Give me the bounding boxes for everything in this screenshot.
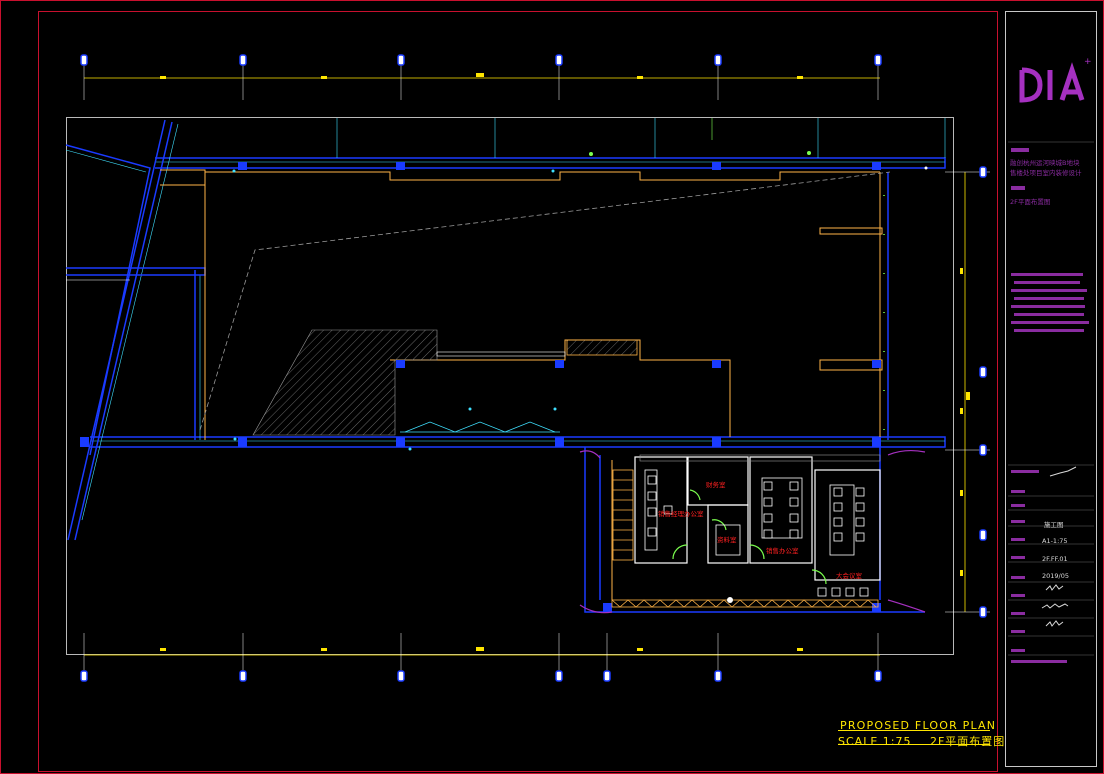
right-dimension-ticks: [960, 268, 970, 576]
diagonal-curtain-wall: [65, 119, 206, 541]
fixture-markers: [232, 151, 928, 603]
room-label-sales-office: 销售办公室: [766, 546, 799, 555]
designer-value: 施工图: [1044, 521, 1064, 529]
glass-railing: [400, 421, 560, 433]
staircase: [612, 469, 634, 561]
room-labels: 销售经理办公室 财务室 资料室 销售办公室 大会议室: [658, 480, 863, 580]
bottom-dimension-ticks: [160, 647, 803, 651]
signatures: [1041, 466, 1077, 627]
logo-plus-mark: +: [1084, 57, 1092, 67]
hatched-ramp: [252, 329, 438, 436]
office-furniture: [644, 469, 869, 597]
upper-floor-walls: [90, 157, 946, 448]
plan-title-cn: 2F平面布置图: [929, 735, 1006, 748]
bottom-grid-markers: [80, 670, 882, 682]
drawing-number: 2F.FF.01: [1042, 555, 1068, 563]
plan-title: PROPOSED FLOOR PLAN: [840, 719, 997, 732]
drawing-date: 2019/05: [1042, 572, 1070, 580]
room-label-sales-manager: 销售经理办公室: [658, 509, 704, 518]
bottom-truss: [611, 599, 879, 608]
void-dashed-line: [199, 171, 891, 431]
office-partitions: [634, 456, 881, 581]
drawing-name: 2F平面布置图: [1010, 198, 1051, 206]
bottom-dimension-line: [83, 633, 880, 670]
handrail: [436, 351, 566, 357]
top-truss: [639, 454, 881, 462]
dia-logo: [1019, 62, 1085, 103]
plan-scale-underline: [838, 744, 990, 745]
viewport-frame: [66, 117, 954, 655]
top-dimension-line: [83, 60, 880, 100]
title-block-text-bars: [1011, 148, 1089, 663]
top-dimension-ticks: [160, 73, 803, 79]
door-swings: [672, 489, 827, 585]
room-label-meeting: 大会议室: [836, 571, 863, 580]
plan-title-underline: [838, 730, 990, 731]
room-label-archive: 资料室: [717, 535, 737, 544]
office-wing-walls: [584, 447, 925, 613]
title-block-dividers: [1008, 141, 1094, 656]
project-name-line-1: 融创杭州运河映城B地块: [1010, 159, 1080, 167]
hatched-panel: [566, 339, 638, 356]
plan-scale-label: SCALE 1:75: [838, 735, 912, 748]
columns: [80, 162, 881, 612]
room-label-finance: 财务室: [706, 480, 726, 489]
scale-value: A1-1:75: [1042, 537, 1068, 545]
magenta-curve-walls: [579, 449, 926, 614]
plan-scale: SCALE 1:75 2F平面布置图: [838, 733, 1005, 749]
title-block-frame: [1005, 11, 1097, 767]
drawing-frame: [38, 11, 998, 772]
cyan-grid-lines: [336, 118, 946, 158]
right-grid-markers: [979, 166, 987, 618]
project-name-line-2: 售楼处项目室内装修设计: [1010, 169, 1082, 177]
interior-outline: [160, 169, 883, 440]
top-grid-markers: [80, 54, 882, 66]
